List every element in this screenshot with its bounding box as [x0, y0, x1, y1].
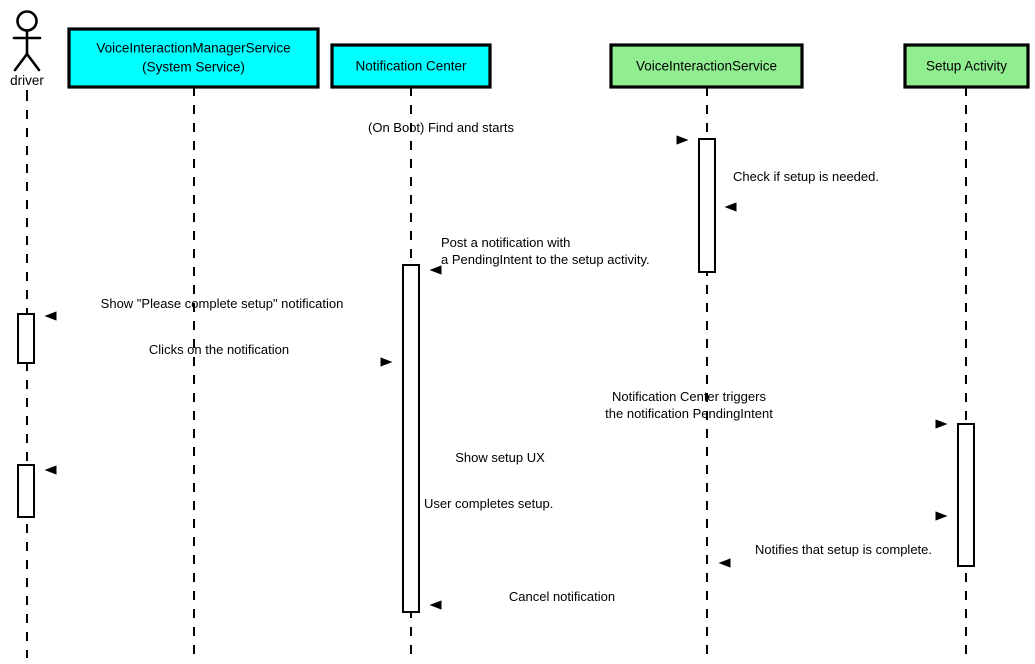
actor-head-icon [16, 10, 38, 32]
participant-notification-center[interactable]: Notification Center [330, 43, 492, 89]
message-label-msg-post-notification-line2: a PendingIntent to the setup activity. [441, 252, 650, 267]
message-msg-show-setup-ux[interactable]: Show setup UX [44, 450, 958, 475]
activation-bar-notification-center [402, 264, 420, 613]
message-msg-check-setup[interactable]: Check if setup is needed. [716, 169, 879, 212]
message-msg-post-notification[interactable]: Post a notification with a PendingIntent … [429, 235, 716, 275]
message-label-msg-on-boot: (On Boot) Find and starts [368, 120, 514, 135]
message-label-msg-post-notification-line1: Post a notification with [441, 235, 570, 250]
message-msg-clicks-notification[interactable]: Clicks on the notification [34, 342, 393, 367]
participant-setup-activity[interactable]: Setup Activity [903, 43, 1030, 89]
activations-layer [17, 138, 975, 613]
message-msg-cancel-notification[interactable]: Cancel notification [429, 589, 707, 610]
message-label-msg-trigger-pendingintent-line1: Notification Center triggers [612, 389, 766, 404]
message-msg-user-completes-setup[interactable]: User completes setup. [34, 496, 948, 521]
participant-label-vims-line1: VoiceInteractionManagerService [96, 41, 290, 56]
actor-leg-left-icon [13, 52, 29, 72]
participant-label-vis: VoiceInteractionService [636, 59, 777, 74]
message-msg-notifies-complete[interactable]: Notifies that setup is complete. [718, 542, 958, 568]
activation-bar-setup-activity [957, 423, 975, 567]
message-label-msg-user-completes-setup: User completes setup. [424, 496, 553, 511]
participant-box-vims[interactable] [67, 27, 320, 89]
participant-box-notification-center[interactable] [330, 43, 492, 89]
message-label-msg-clicks-notification: Clicks on the notification [149, 342, 289, 357]
message-label-msg-show-setup-ux: Show setup UX [455, 450, 545, 465]
activation-bar-vis [698, 138, 716, 273]
actor-stick-figure-icon [12, 10, 42, 72]
participant-label-notification-center: Notification Center [355, 59, 467, 74]
participant-box-setup-activity[interactable] [903, 43, 1030, 89]
actor-leg-right-icon [25, 52, 41, 72]
message-label-msg-trigger-pendingintent-line2: the notification PendingIntent [605, 406, 773, 421]
participant-label-vims-line2: (System Service) [142, 60, 245, 75]
message-label-msg-cancel-notification: Cancel notification [509, 589, 615, 604]
participant-vims[interactable]: VoiceInteractionManagerService (System Se… [67, 27, 320, 89]
message-arrow-msg-check-setup [724, 202, 737, 212]
participant-label-driver: driver [10, 73, 44, 88]
activation-bar-driver [17, 464, 35, 518]
message-label-msg-notifies-complete: Notifies that setup is complete. [755, 542, 932, 557]
message-msg-show-notification[interactable]: Show "Please complete setup" notificatio… [44, 296, 404, 321]
participant-driver[interactable]: driver [10, 10, 44, 97]
participant-label-setup-activity: Setup Activity [926, 59, 1007, 74]
participant-vis[interactable]: VoiceInteractionService [609, 43, 804, 89]
message-msg-on-boot[interactable]: (On Boot) Find and starts [192, 120, 689, 145]
participant-box-vis[interactable] [609, 43, 804, 89]
activation-bar-driver [17, 313, 35, 364]
message-label-msg-check-setup: Check if setup is needed. [733, 169, 879, 184]
message-msg-trigger-pendingintent[interactable]: Notification Center triggers the notifica… [419, 389, 948, 429]
participants-layer: driver VoiceInteractionManagerService (Sys… [10, 10, 1030, 97]
message-label-msg-show-notification: Show "Please complete setup" notificatio… [101, 296, 344, 311]
